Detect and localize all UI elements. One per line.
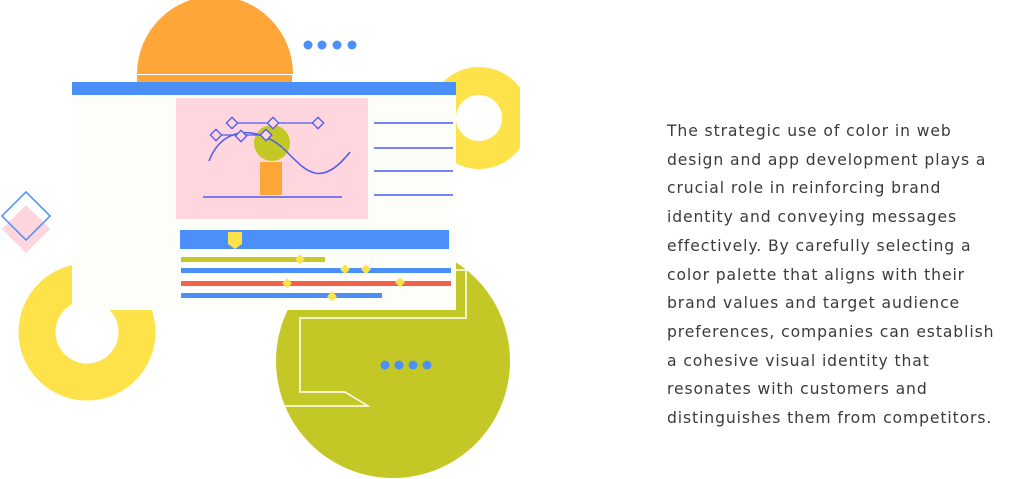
window-lower: [72, 95, 172, 310]
bezier-handles-icon: [209, 116, 325, 143]
monitor-outline: [275, 269, 467, 407]
text-lines-icon: [374, 122, 453, 196]
paragraph-line: design and app development plays a: [667, 150, 987, 169]
paragraph-line: color palette that aligns with their: [667, 265, 965, 284]
paragraph-line: identity and conveying messages: [667, 208, 957, 227]
paragraph-line: resonates with customers and: [667, 380, 928, 399]
timeline-marker-icon: [228, 232, 242, 249]
paragraph-line: effectively. By carefully selecting a: [667, 236, 972, 255]
track-blue-2: [181, 293, 382, 298]
bezier-curve: [208, 132, 351, 175]
paragraph-line: preferences, companies can establish: [667, 322, 995, 341]
web-design-illustration: [0, 0, 520, 478]
track-olive: [181, 257, 325, 262]
paragraph-line: The strategic use of color in web: [667, 122, 952, 140]
paragraph-line: a cohesive visual identity that: [667, 351, 930, 370]
orange-block: [260, 162, 282, 195]
dots-top-icon: [303, 40, 357, 50]
pink-diamond: [1, 204, 51, 254]
paragraph-line: crucial role in reinforcing brand: [667, 179, 942, 198]
paragraph-line: brand values and target audience: [667, 294, 961, 313]
blue-diamond-outline: [0, 190, 52, 242]
window-titlebar: [72, 82, 456, 95]
paragraph-line: distinguishes them from competitors.: [667, 409, 993, 428]
dots-bottom-icon: [380, 360, 432, 370]
orange-semicircle: [137, 0, 293, 74]
olive-circle-small: [254, 125, 290, 161]
track-red: [181, 281, 451, 286]
description-paragraph: The strategic use of color in web design…: [667, 117, 1024, 433]
keyframe-diamonds-icon: [282, 254, 405, 302]
timeline-bar: [180, 230, 449, 249]
track-blue-1: [181, 268, 451, 273]
